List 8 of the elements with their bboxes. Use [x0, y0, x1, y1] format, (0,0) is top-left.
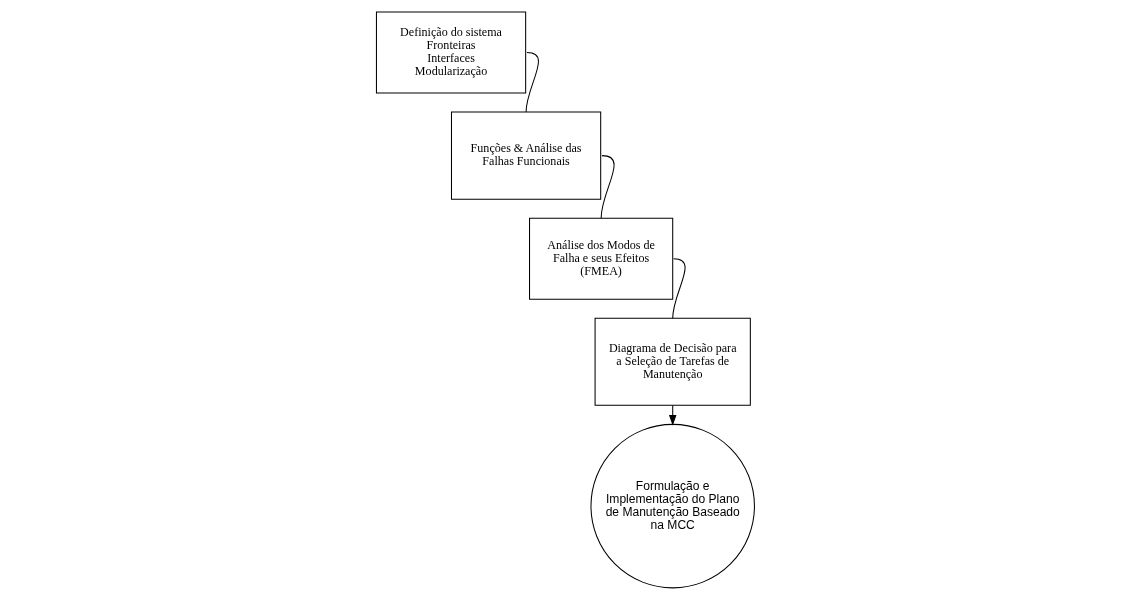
node-box: Funções & Análise das Falhas Funcionais: [450, 111, 602, 200]
node-circle: Formulação e Implementação do Plano de Manutenção Baseado na MCC: [590, 423, 755, 589]
connector: [672, 258, 686, 319]
arrow: [668, 404, 677, 426]
node-box: Análise dos Modos de Falha e seus Efeitos (FMEA): [529, 217, 674, 300]
node-box: Diagrama de Decisão para a Seleção de Tarefas de Manutenção: [594, 317, 751, 406]
connector: [600, 155, 615, 219]
node-box: Definição do sistema Fronteiras Interfaces Modularização: [375, 11, 527, 94]
